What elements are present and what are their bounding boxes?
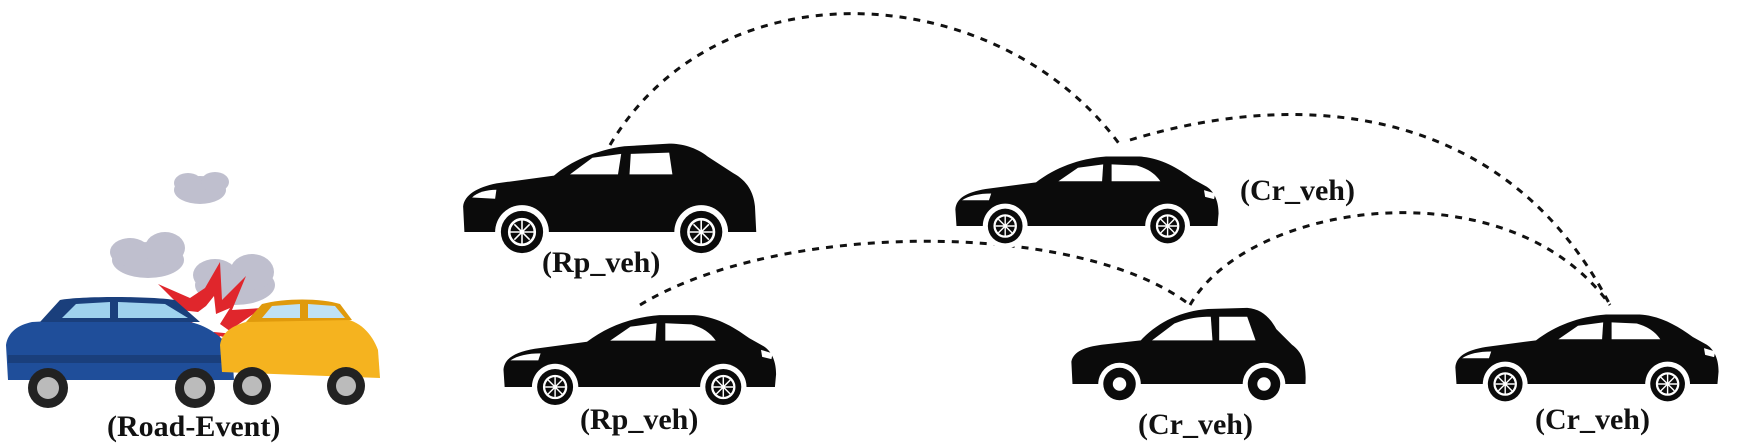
crash-scene-icon <box>6 172 380 408</box>
rp-vehicle-top-icon <box>461 142 758 261</box>
communication-links <box>608 12 1612 307</box>
rp-vehicle-bottom-icon <box>502 313 778 412</box>
cr-veh-top-label: (Cr_veh) <box>1240 174 1355 207</box>
cr-veh-right-label: (Cr_veh) <box>1535 403 1650 436</box>
yellow-crashed-car-icon <box>220 299 380 405</box>
link-rp-top-to-cr-top <box>608 12 1122 146</box>
smoke-icon <box>110 172 275 305</box>
cr-vehicle-top-icon <box>954 155 1220 250</box>
cr-vehicle-mid-icon <box>1071 307 1306 406</box>
link-rp-bottom-to-cr-mid <box>639 239 1191 307</box>
rp-veh-bottom-label: (Rp_veh) <box>580 403 699 436</box>
link-cr-mid-to-cr-right <box>1188 211 1612 306</box>
road-event-label: (Road-Event) <box>107 410 281 443</box>
cr-veh-mid-label: (Cr_veh) <box>1138 408 1253 441</box>
blue-crashed-car-icon <box>6 297 234 408</box>
rp-veh-top-label: (Rp_veh) <box>542 246 661 279</box>
cr-vehicle-right-icon <box>1454 313 1720 408</box>
